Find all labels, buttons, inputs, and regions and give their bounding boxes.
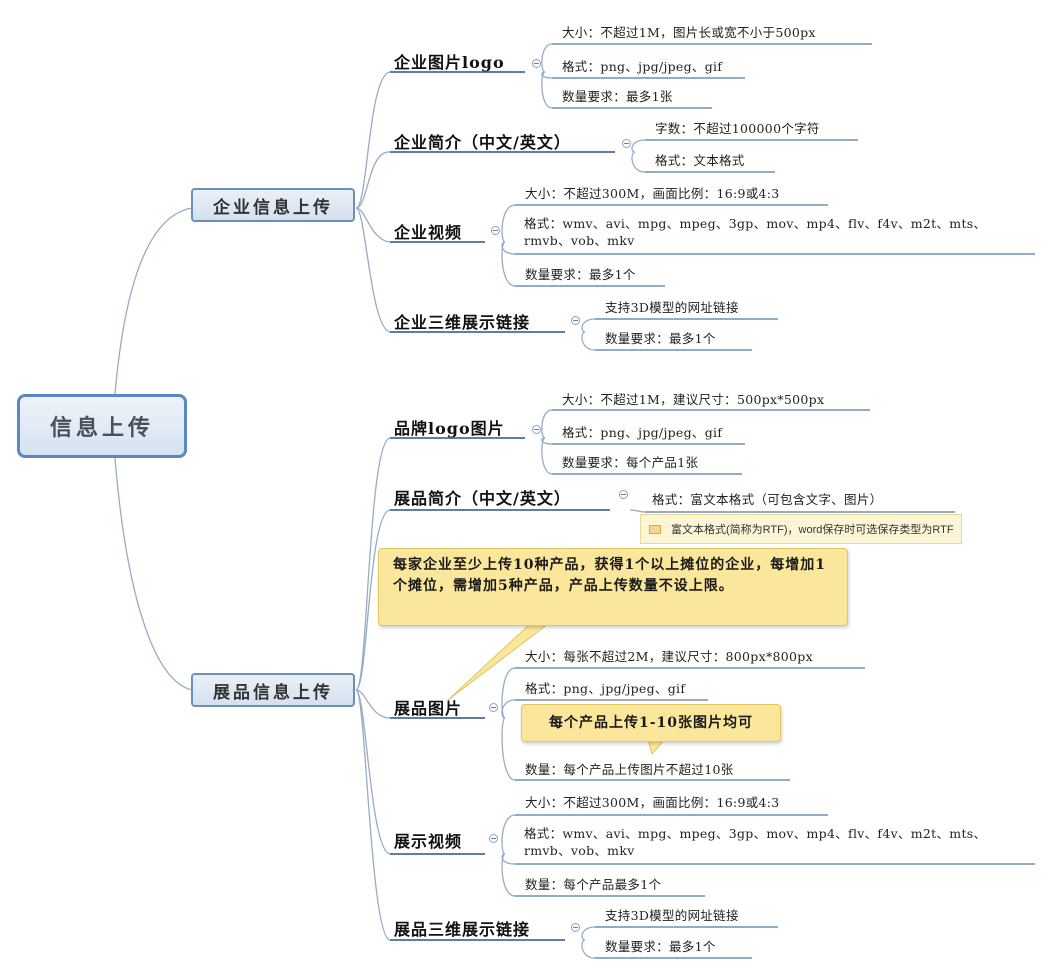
subtopic-exhibit-3d[interactable]: 展品三维展示链接: [394, 920, 531, 939]
leaf-images-format: 格式：png、jpg/jpeg、gif: [525, 681, 686, 696]
callout-product-rule[interactable]: 每家企业至少上传10种产品，获得1个以上摊位的企业，每增加1个摊位，需增加5种产…: [378, 548, 848, 626]
leaf-images-count: 数量：每个产品上传图片不超过10张: [525, 762, 734, 777]
rtf-tooltip: 富文本格式(简称为RTF)，word保存时可选保存类型为RTF: [640, 514, 962, 544]
note-icon: [649, 524, 661, 534]
leaf-brand-format: 格式：png、jpg/jpeg、gif: [562, 425, 723, 440]
collapse-icon[interactable]: [622, 139, 631, 148]
subtopic-enterprise-logo[interactable]: 企业图片logo: [394, 53, 505, 72]
collapse-icon[interactable]: [571, 316, 580, 325]
collapse-icon[interactable]: [532, 425, 541, 434]
leaf-3d-count: 数量要求：最多1个: [605, 331, 716, 346]
root-node[interactable]: 信息上传: [17, 394, 187, 458]
collapse-icon[interactable]: [489, 834, 498, 843]
leaf-video-format: 格式：wmv、avi、mpg、mpeg、3gp、mov、mp4、flv、f4v、…: [524, 216, 987, 248]
leaf-video-size: 大小：不超过300M，画面比例：16:9或4:3: [525, 186, 780, 201]
leaf-exvideo-size: 大小：不超过300M，画面比例：16:9或4:3: [525, 795, 780, 810]
subtopic-enterprise-video[interactable]: 企业视频: [394, 223, 463, 242]
leaf-brand-size: 大小：不超过1M，建议尺寸：500px*500px: [562, 392, 825, 407]
leaf-3d-link: 支持3D模型的网址链接: [605, 300, 739, 315]
collapse-icon[interactable]: [491, 226, 500, 235]
leaf-logo-size: 大小：不超过1M，图片长或宽不小于500px: [562, 25, 816, 40]
branch-enterprise-info[interactable]: 企业信息上传: [191, 188, 355, 222]
callout-image-rule[interactable]: 每个产品上传1-10张图片均可: [521, 704, 781, 742]
subtopic-exhibit-video[interactable]: 展示视频: [394, 832, 463, 851]
leaf-images-size: 大小：每张不超过2M，建议尺寸：800px*800px: [525, 649, 813, 664]
subtopic-exhibit-images[interactable]: 展品图片: [394, 699, 463, 718]
leaf-intro-length: 字数：不超过100000个字符: [655, 121, 820, 136]
collapse-icon[interactable]: [532, 59, 541, 68]
leaf-ex3d-link: 支持3D模型的网址链接: [605, 908, 739, 923]
subtopic-enterprise-3d[interactable]: 企业三维展示链接: [394, 313, 531, 332]
leaf-video-count: 数量要求：最多1个: [525, 267, 636, 282]
subtopic-exhibit-intro[interactable]: 展品简介（中文/英文）: [394, 489, 571, 508]
collapse-icon[interactable]: [619, 490, 628, 499]
leaf-brand-count: 数量要求：每个产品1张: [562, 455, 699, 470]
leaf-exvideo-format: 格式：wmv、avi、mpg、mpeg、3gp、mov、mp4、flv、f4v、…: [524, 826, 987, 858]
leaf-logo-format: 格式：png、jpg/jpeg、gif: [562, 59, 723, 74]
leaf-intro-format: 格式：文本格式: [655, 153, 745, 168]
branch-exhibit-info[interactable]: 展品信息上传: [191, 673, 355, 707]
leaf-ex3d-count: 数量要求：最多1个: [605, 939, 716, 954]
subtopic-enterprise-intro[interactable]: 企业简介（中文/英文）: [394, 133, 571, 152]
subtopic-brand-logo[interactable]: 品牌logo图片: [394, 419, 505, 438]
leaf-logo-count: 数量要求：最多1张: [562, 89, 673, 104]
collapse-icon[interactable]: [489, 703, 498, 712]
leaf-exhibit-intro-format: 格式：富文本格式（可包含文字、图片）: [652, 492, 883, 507]
collapse-icon[interactable]: [571, 923, 580, 932]
leaf-exvideo-count: 数量：每个产品最多1个: [525, 877, 662, 892]
tooltip-text: 富文本格式(简称为RTF)，word保存时可选保存类型为RTF: [671, 524, 954, 536]
